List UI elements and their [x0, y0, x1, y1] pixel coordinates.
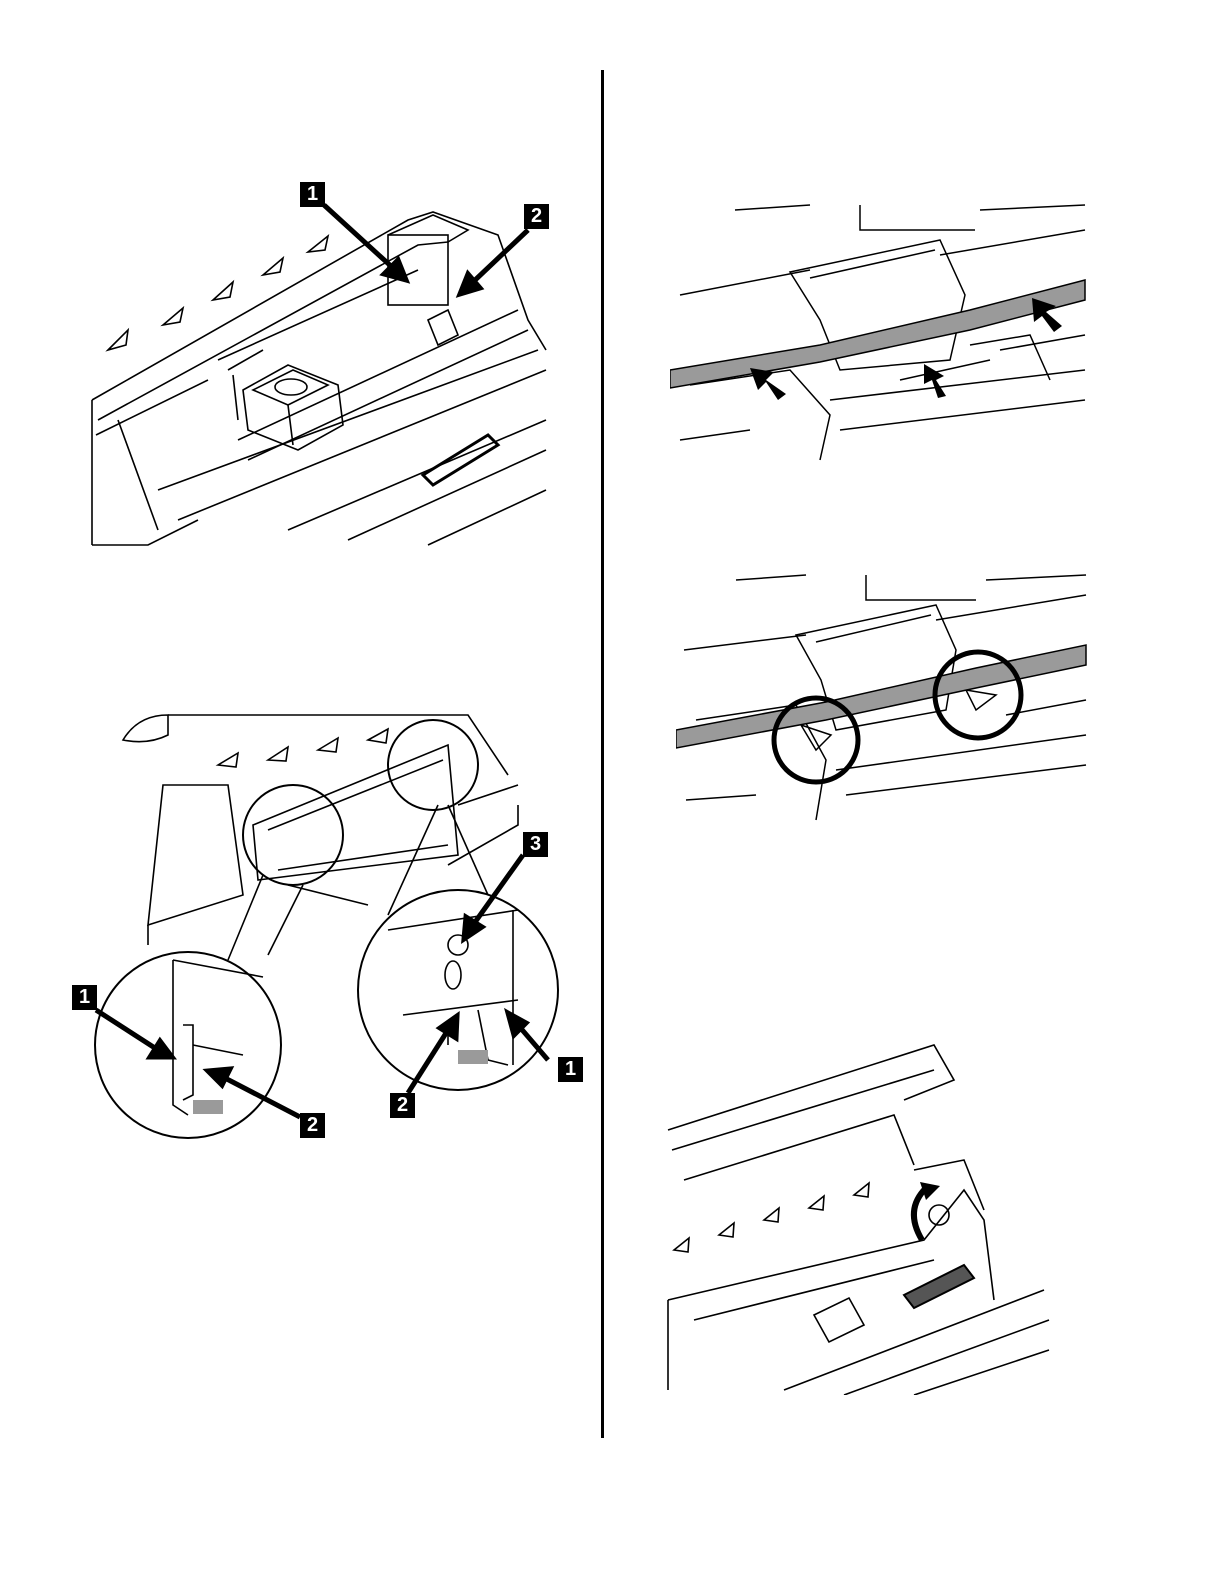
callout-2-left: 2 — [300, 1113, 325, 1138]
callout-3: 3 — [523, 832, 548, 857]
callout-1-left: 1 — [72, 985, 97, 1010]
callout-arrows — [88, 190, 558, 555]
figure-tension-knob — [664, 1040, 1054, 1395]
figure-ribbon-insertion — [670, 200, 1090, 465]
figure-ribbon-seated — [676, 570, 1091, 825]
callout-1-right: 1 — [558, 1057, 583, 1082]
tension-knob-illustration — [664, 1040, 1054, 1395]
ribbon-insert-illustration — [670, 200, 1090, 465]
figure-printhead-removal: 1 2 — [88, 190, 558, 555]
callout-2-right: 2 — [390, 1093, 415, 1118]
printer-zoom-illustration — [68, 705, 588, 1145]
column-divider — [601, 70, 604, 1438]
ribbon-seated-illustration — [676, 570, 1091, 825]
figure-ribbon-guides: 1 2 3 1 2 — [68, 705, 588, 1145]
